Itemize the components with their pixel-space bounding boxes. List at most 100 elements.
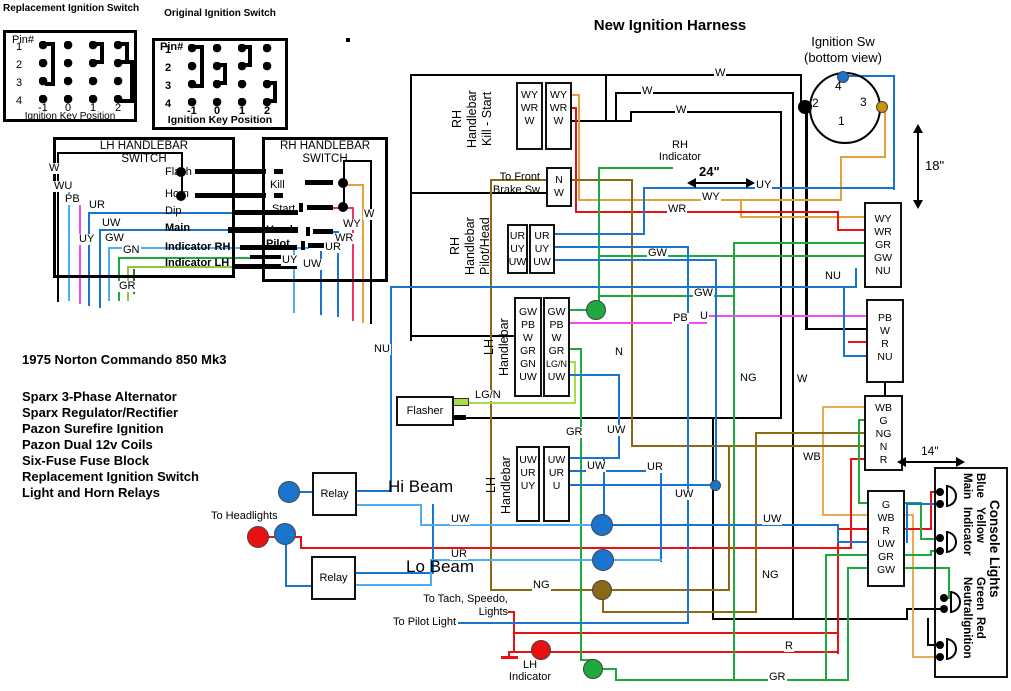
wire-segment: [343, 160, 372, 162]
rh-indicator-label: RH: [672, 139, 688, 151]
flasher-terminal: [452, 398, 469, 406]
rh-switch-title: SWITCH: [302, 153, 348, 165]
wire-segment: [712, 417, 714, 620]
wire-label: UW: [762, 513, 783, 525]
wire-segment: [615, 92, 617, 122]
pin-number: 2: [165, 62, 172, 74]
console-lights-box: [934, 467, 1008, 678]
wire-segment: [712, 618, 908, 620]
wire-segment: [108, 247, 110, 301]
relay-label: Relay: [319, 571, 348, 584]
wire-code: W: [523, 332, 533, 344]
lamp-name: Indicator: [961, 507, 973, 556]
lh-switch-title: SWITCH: [121, 153, 167, 165]
wire-segment: [468, 402, 574, 404]
front-brake-label: To Front: [499, 171, 540, 183]
wire-segment: [630, 111, 632, 122]
wire-segment: [912, 514, 914, 658]
wire-label: UW: [606, 424, 627, 436]
wire-segment: [569, 322, 707, 324]
wire-code: UY: [520, 480, 536, 492]
wire-label: UY: [755, 179, 773, 191]
wire-segment: [927, 618, 929, 646]
wire-code: UW: [302, 258, 323, 270]
wire-segment: [118, 257, 250, 259]
wire-segment: [569, 470, 662, 472]
wire-segment: [410, 74, 412, 341]
wire-label: UW: [674, 488, 695, 500]
ignition-pin4-terminal: [837, 71, 849, 83]
wire-segment: [705, 315, 866, 317]
wire-segment: [571, 94, 579, 96]
wire-segment: [300, 547, 852, 549]
dim-line: [695, 182, 747, 184]
wire-segment: [513, 611, 515, 653]
pin-number: 1: [165, 44, 172, 56]
notes-item: Sparx 3-Phase Alternator: [22, 389, 177, 404]
contact-link: [194, 45, 204, 88]
wire-segment: [904, 514, 912, 516]
wire-code: R: [879, 454, 888, 466]
wire-segment: [118, 257, 120, 301]
wire-segment: [800, 74, 802, 104]
wire-segment: [687, 246, 689, 624]
wire-segment: [858, 502, 867, 504]
wire-segment: [127, 266, 235, 268]
wire-code: WB: [877, 512, 895, 524]
wire-label: NG: [532, 579, 551, 591]
wire-code: GR: [878, 551, 894, 563]
wire-segment: [740, 199, 742, 217]
wire-segment: [733, 242, 735, 680]
wire-segment: [569, 374, 620, 376]
switch-contact: [308, 243, 331, 248]
wire-code: NG: [875, 428, 892, 440]
wire-segment: [843, 286, 845, 357]
wire-label: NG: [761, 569, 780, 581]
notes-item: Replacement Ignition Switch: [22, 469, 199, 484]
wire-segment: [643, 187, 645, 235]
wire-code: GW: [518, 306, 538, 318]
wire-code: UW: [101, 217, 122, 229]
wire-segment: [362, 184, 364, 323]
wire-code: WR: [520, 102, 539, 114]
notes-item: Six-Fuse Fuse Block: [22, 453, 150, 468]
switch-pivot: [176, 191, 186, 201]
lamp-name: Neutral: [961, 577, 973, 617]
wire-code: WR: [874, 226, 892, 238]
notes-heading: 1975 Norton Commando 850 Mk3: [22, 352, 227, 367]
lamp-terminal: [936, 641, 944, 649]
switch-contact: [305, 180, 333, 185]
stray-mark: [346, 38, 350, 42]
switch-function: Pilot: [266, 238, 290, 250]
ground-stem: [508, 651, 510, 656]
relay-lo-box: Relay: [311, 556, 356, 600]
wire-code: GW: [873, 252, 893, 264]
group-label-lh-upper: LH Handlebar: [482, 318, 511, 376]
wire-code: R: [881, 338, 889, 350]
wire-label: NG: [739, 372, 758, 384]
lamp-color: Blue: [974, 473, 986, 498]
wire-segment: [300, 536, 302, 549]
wire-label: NU: [373, 343, 391, 355]
wire-segment: [858, 419, 864, 421]
wire-code: WR: [334, 232, 355, 244]
wire-label: LG/N: [474, 389, 502, 401]
bullet-connector-green: [586, 300, 606, 320]
wire-segment: [569, 309, 596, 311]
wire-code: UW: [519, 454, 537, 466]
wire-code: NU: [877, 351, 893, 363]
wire-segment: [715, 259, 717, 487]
pin-number: 4: [165, 98, 172, 110]
bullet-connector-green: [583, 659, 603, 679]
rh-indicator-label: Indicator: [658, 151, 702, 163]
wire-segment: [410, 335, 514, 337]
relay-label: Relay: [320, 487, 349, 500]
pin-header: Pin#: [12, 34, 35, 46]
wire-segment: [920, 502, 922, 540]
wire-code: UW: [508, 256, 527, 268]
wire-segment: [858, 419, 860, 504]
